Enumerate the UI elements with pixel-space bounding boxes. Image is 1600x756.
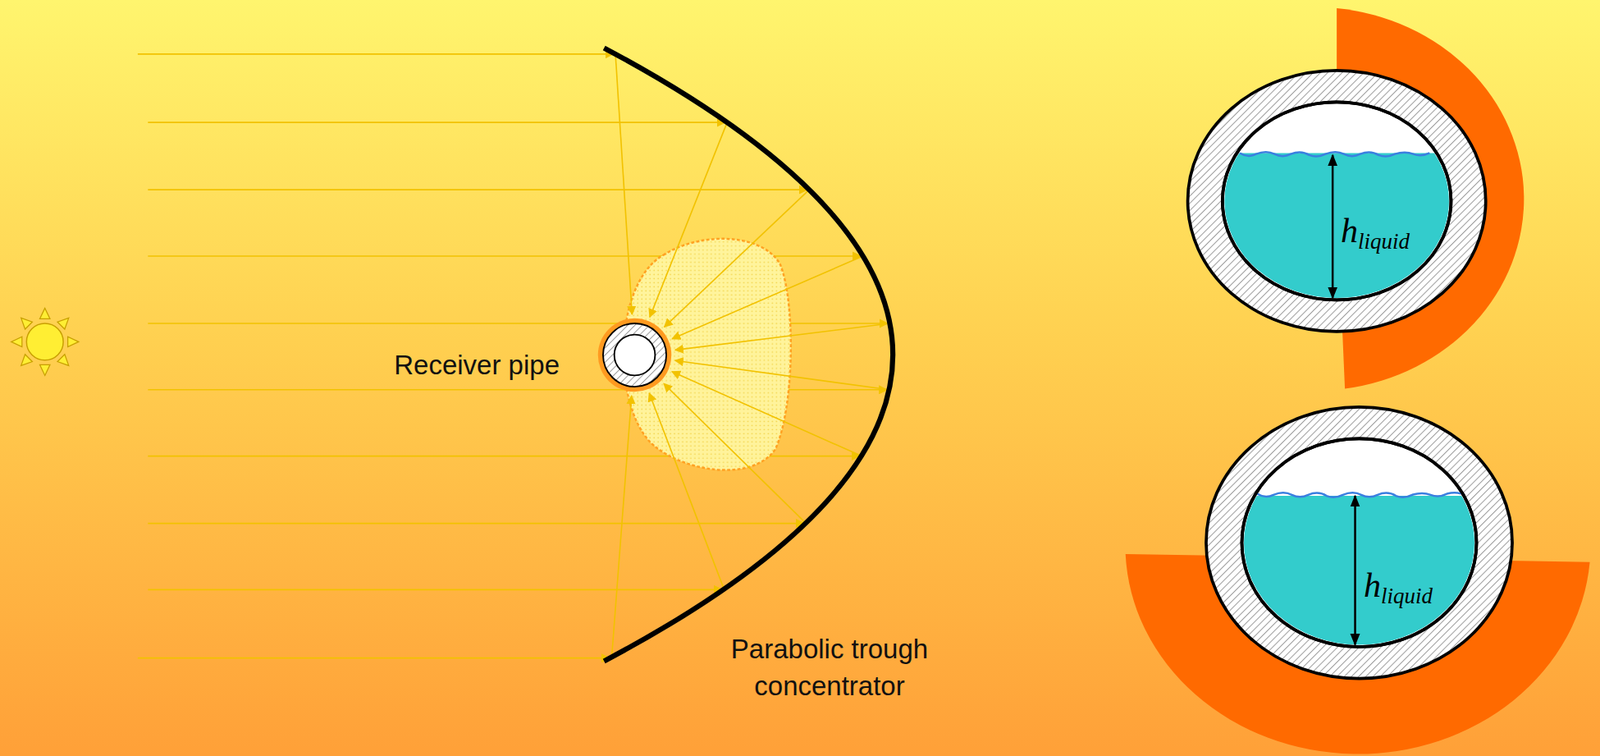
sun-ray: [68, 336, 79, 347]
dimension-label: hliquid: [1340, 213, 1410, 248]
incoming-ray: [147, 522, 805, 525]
incoming-ray: [147, 589, 723, 591]
sun-ray: [21, 317, 33, 330]
reflected-ray: [649, 122, 727, 317]
pipe-section-bottom-heated: [1125, 406, 1591, 755]
dimension-label: hliquid: [1363, 567, 1433, 603]
part-label: Parabolic trough concentrator: [706, 630, 953, 704]
reflected-ray: [675, 323, 891, 350]
reflected-ray: [664, 189, 810, 327]
incoming-ray: [137, 657, 610, 659]
reflected-ray: [672, 256, 863, 339]
sun-symbol: [11, 307, 79, 375]
part-label: Receiver pipe: [393, 346, 560, 384]
sun-ray: [57, 354, 69, 366]
reflected-ray: [649, 393, 724, 590]
reflected-ray: [615, 54, 632, 315]
sun-ray: [11, 336, 23, 347]
dimension-symbol: h: [1340, 211, 1358, 250]
sun-ray: [57, 317, 69, 330]
sun-rays: [137, 54, 888, 659]
incoming-ray: [147, 121, 725, 124]
reflected-ray: [675, 360, 890, 390]
dimension-subscript: liquid: [1357, 228, 1410, 254]
reflected-ray: [672, 371, 862, 457]
dimension-subscript: liquid: [1380, 583, 1433, 608]
sun-ray: [39, 364, 50, 375]
incoming-ray: [147, 188, 807, 191]
pipe-section-side-heated: [1188, 8, 1525, 389]
reflected-ray: [663, 383, 806, 523]
parabolic-trough: [603, 47, 893, 661]
receiver-pipe: [598, 318, 672, 392]
sun-ray: [21, 354, 33, 366]
sun-ray: [39, 307, 50, 319]
dimension-symbol: h: [1363, 566, 1381, 604]
incoming-ray: [137, 53, 614, 55]
reflected-ray: [611, 395, 631, 659]
